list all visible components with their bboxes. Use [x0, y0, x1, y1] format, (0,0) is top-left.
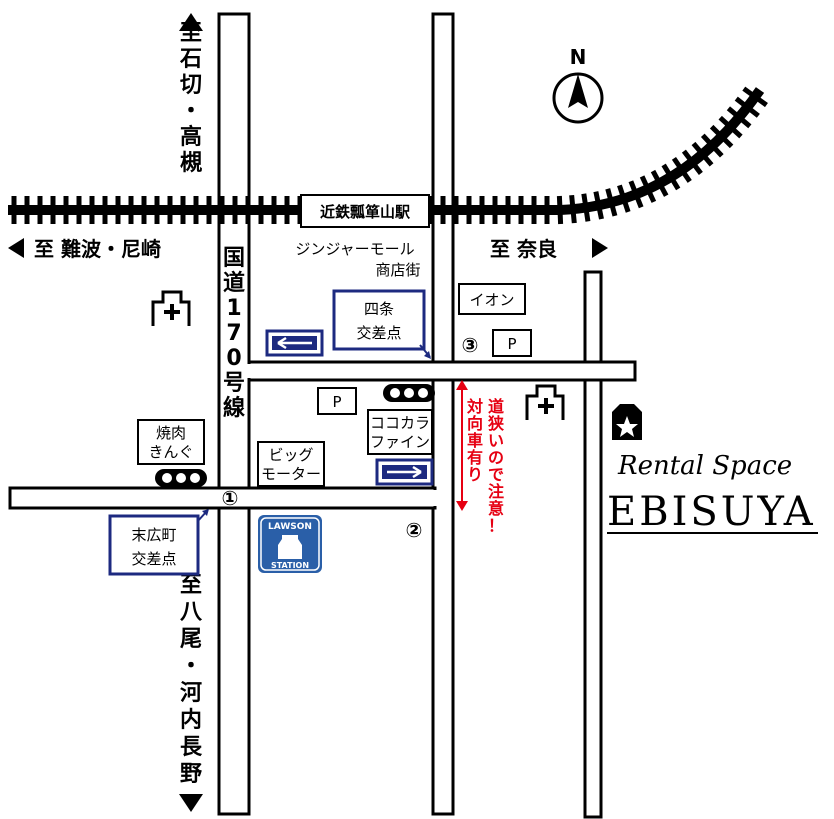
direction-north: 至石切・高槻: [179, 21, 202, 176]
yakiniku-line1: 焼肉: [156, 424, 186, 442]
arrow-down-icon: [179, 794, 203, 812]
shijo-line2: 交差点: [356, 324, 401, 342]
one-way-left-sign: [265, 329, 324, 357]
bigmotor-box: [257, 441, 325, 487]
star-icon: [612, 404, 642, 440]
route-170-road: [217, 12, 251, 816]
cococara-line1: ココカラ: [370, 414, 430, 432]
one-way-right-sign: [375, 458, 434, 486]
bigmotor-line2: モーター: [261, 465, 321, 483]
parking-box: [317, 387, 357, 415]
cococara-box: [367, 409, 433, 455]
suehiro-intersection-label: 末広町 交差点: [108, 509, 209, 576]
cococara-line2: ファイン: [370, 433, 430, 451]
far-east-street-road: [583, 270, 603, 819]
traffic-light-icon: [383, 384, 435, 402]
narrow-road-warning: 対向車有り 道狭いので注意！: [456, 380, 504, 535]
traffic-light-icon: [155, 469, 207, 487]
north-arrow-icon: N: [552, 45, 604, 124]
parking-label: P: [507, 335, 516, 353]
marker-3: ③: [462, 333, 479, 357]
marker-1: ①: [222, 486, 239, 510]
shijo-line1: 四条: [364, 300, 394, 318]
aeon-box: [458, 283, 526, 315]
station-name: 近鉄瓢箪山駅: [320, 203, 411, 221]
marker-2: ②: [406, 518, 423, 542]
warning-line1: 道狭いので注意！: [487, 397, 504, 535]
aeon-label: イオン: [469, 291, 514, 309]
yakiniku-line2: きんぐ: [148, 443, 193, 461]
venue-name: EBISUYA: [607, 489, 816, 535]
svg-text:LAWSON: LAWSON: [268, 522, 312, 532]
arrow-up-icon: [179, 13, 203, 31]
parking-box: [492, 329, 532, 357]
shopping-street-line1: ジンジャーモール: [295, 240, 414, 258]
yakiniku-box: [137, 419, 205, 465]
svg-text:STATION: STATION: [271, 561, 309, 570]
direction-west: 至 難波・尼崎: [34, 237, 161, 261]
road-network: [8, 12, 637, 819]
warning-line2: 対向車有り: [466, 397, 483, 484]
direction-south: 至八尾・河内長野: [180, 573, 203, 787]
direction-east: 至 奈良: [490, 237, 557, 261]
arrow-left-icon: [277, 336, 312, 350]
arrow-right-icon: [387, 465, 422, 479]
bigmotor-line1: ビッグ: [268, 446, 313, 464]
shijo-intersection-label: 四条 交差点: [332, 289, 431, 359]
svg-text:N: N: [570, 45, 587, 69]
parking-label: P: [332, 393, 341, 411]
venue-tagline: Rental Space: [617, 451, 792, 481]
shopping-street-line2: 商店街: [375, 261, 420, 279]
hospital-icon: [525, 384, 565, 420]
station-label: 近鉄瓢箪山駅: [300, 194, 430, 228]
suehiro-line1: 末広町: [131, 526, 176, 544]
arrow-left-icon: [8, 238, 24, 258]
east-street-road: [431, 12, 455, 816]
suehiro-line2: 交差点: [131, 550, 176, 568]
hospital-icon: [151, 290, 191, 326]
lawson-logo: LAWSON STATION: [258, 515, 322, 573]
arrow-right-icon: [592, 238, 608, 258]
